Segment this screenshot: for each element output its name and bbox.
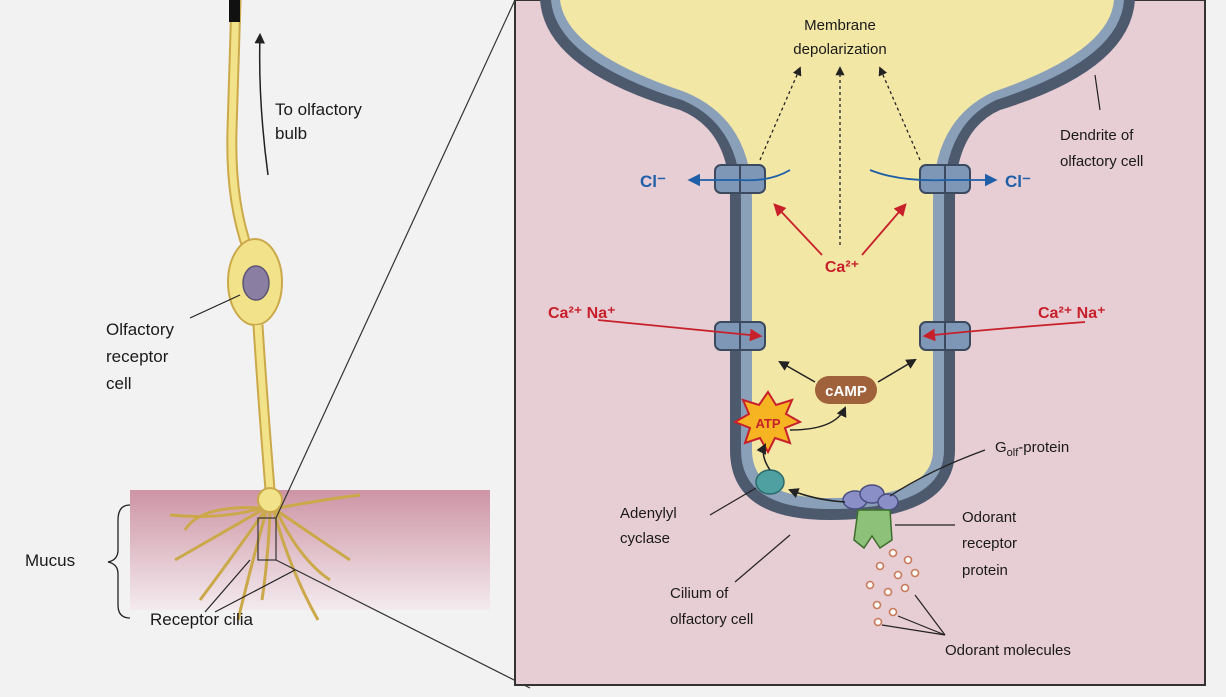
camp-arrows: [778, 358, 917, 383]
to-bulb-label-2: bulb: [275, 124, 307, 143]
mucus-bracket: [107, 504, 131, 619]
ca-na-left-label: Ca²⁺ Na⁺: [548, 305, 616, 322]
left-panel: To olfactory bulb Olfactory receptor cel…: [25, 0, 531, 689]
golf-sub: olf: [1007, 447, 1020, 459]
cl-channel-left: [714, 164, 766, 194]
zoom-line-top: [275, 0, 516, 519]
ca-red-arrows: [597, 203, 1086, 342]
adenylyl-label-2: cyclase: [620, 530, 670, 547]
svg-text:bulb: bulb: [275, 124, 307, 143]
camp-badge: [815, 376, 877, 404]
receptor-cell-label: Olfactory: [106, 320, 175, 339]
cl-channel-right: [919, 164, 971, 194]
mucus-layer: [130, 490, 490, 610]
depolarization-label-2: depolarization: [793, 41, 886, 58]
cilia-label: Receptor cilia: [150, 610, 254, 629]
zoom-box: [257, 517, 277, 561]
golf-label: Golf-protein: [995, 439, 1069, 459]
to-bulb-label: To olfactory: [275, 100, 362, 119]
golf-protein: [842, 484, 899, 511]
odorant-leader-lines: [881, 594, 946, 636]
right-panel: Membrane depolarization Cl⁻ Cl⁻ Ca²⁺ Ca²…: [514, 0, 1206, 686]
ca-center-label: Ca²⁺: [825, 259, 859, 276]
cilium-label-2: olfactory cell: [670, 611, 753, 628]
cl-left-label: Cl⁻: [640, 172, 666, 191]
golf-suffix: -protein: [1018, 439, 1069, 456]
cilium-label: Cilium of: [670, 585, 729, 602]
atp-burst: [732, 390, 803, 455]
ca-na-right-label: Ca²⁺ Na⁺: [1038, 305, 1106, 322]
cell-interior: [560, 0, 1114, 498]
nucleus: [242, 265, 270, 301]
atp-to-camp-arrow: [789, 406, 847, 431]
cl-arrow-left: [687, 169, 791, 187]
dendrite-label: Dendrite of: [1060, 127, 1134, 144]
depolarization-label: Membrane: [804, 17, 876, 34]
zoom-line-bottom: [275, 559, 531, 689]
dendrite-label-2: olfactory cell: [1060, 153, 1143, 170]
odorant-receptor-label: Odorant: [962, 509, 1017, 526]
odorant-receptor: [853, 509, 893, 550]
odorant-receptor-label-3: protein: [962, 562, 1008, 579]
receptor-cell-label-2: receptor: [106, 347, 169, 366]
odorant-molecules: [865, 548, 920, 627]
receptor-cell-label-3: cell: [106, 374, 132, 393]
odorant-receptor-label-2: receptor: [962, 535, 1017, 552]
mucus-label: Mucus: [25, 551, 75, 570]
adenylyl-cyclase: [755, 469, 785, 495]
adenylyl-label: Adenylyl: [620, 505, 677, 522]
to-bulb-arrow: [254, 32, 269, 176]
depolarization-arrows: [759, 66, 921, 245]
golf-to-cyclase-arrow: [788, 488, 846, 503]
cl-right-label: Cl⁻: [1005, 172, 1031, 191]
camp-label: cAMP: [825, 383, 867, 400]
cl-arrow-right: [869, 169, 998, 187]
odorant-molecules-label: Odorant molecules: [945, 642, 1071, 659]
atp-label: ATP: [755, 416, 780, 431]
